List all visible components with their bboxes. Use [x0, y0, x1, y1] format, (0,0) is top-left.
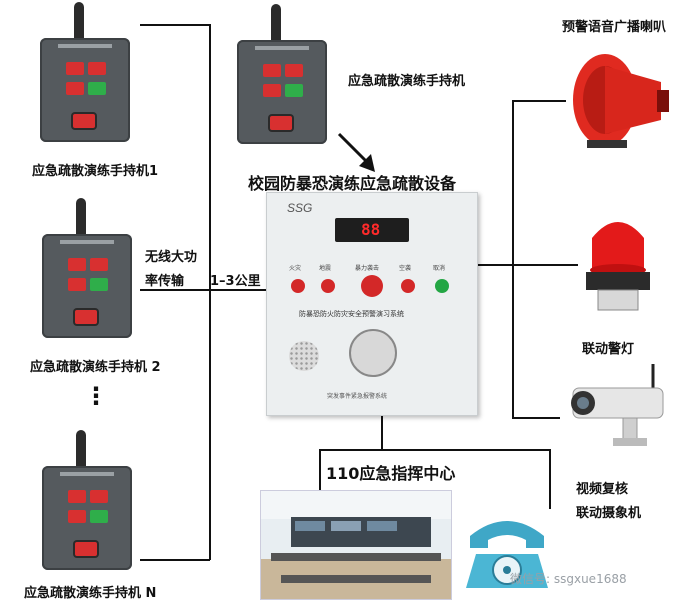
cancel-button[interactable]: [88, 82, 106, 95]
system-name: 防暴恐防火防灾安全预警演习系统: [299, 310, 404, 318]
attack-button[interactable]: [75, 310, 97, 324]
cancel-label: 取消: [433, 265, 446, 272]
police-emblem-icon: [349, 329, 397, 377]
warning-light-label: 联动警灯: [582, 342, 635, 357]
handset-1: [40, 2, 130, 142]
command-center-photo: [260, 490, 452, 600]
link-center-left: [319, 449, 321, 490]
fire-button[interactable]: [68, 258, 86, 271]
diagram-title: 校园防暴恐演练应急疏散设备: [248, 174, 457, 193]
main-control-unit: SSG 88 火灾 地震 暴力袭击 空袭 取消 防暴恐防火防灾安全预警演习系统 …: [266, 192, 478, 416]
fire-button[interactable]: [68, 490, 86, 503]
wireless-label-line1: 无线大功: [145, 250, 198, 265]
command-center-label: 110应急指挥中心: [326, 464, 456, 483]
horn-speaker-icon: [573, 54, 669, 148]
violent-attack-label: 暴力袭击: [355, 265, 380, 272]
handset-top-label: 应急疏散演练手持机: [348, 74, 466, 89]
earthquake-button[interactable]: [321, 279, 335, 293]
cancel-button[interactable]: [90, 510, 108, 523]
attack-button[interactable]: [73, 114, 95, 128]
cancel-button[interactable]: [435, 279, 449, 293]
arrow-to-unit: [337, 132, 375, 172]
range-label: 1–3公里: [210, 274, 261, 289]
right-bus: [512, 100, 514, 418]
airraid-button[interactable]: [68, 278, 86, 291]
link-down: [381, 414, 383, 450]
antenna: [74, 2, 84, 42]
camera-label-line2: 联动摄象机: [576, 506, 642, 521]
airraid-button[interactable]: [68, 510, 86, 523]
cancel-button[interactable]: [285, 84, 303, 97]
earthquake-button[interactable]: [90, 490, 108, 503]
handset-body: [40, 38, 130, 142]
fire-button[interactable]: [263, 64, 281, 77]
brand-logo: SSG: [287, 201, 313, 215]
earthquake-label: 地震: [319, 265, 332, 272]
fire-label: 火灾: [289, 265, 302, 272]
handset-2-label: 应急疏散演练手持机 2: [30, 360, 161, 375]
handset-top: [237, 4, 327, 144]
link-center-right: [549, 449, 551, 509]
display-digits: 88: [361, 220, 381, 239]
bus-line-bottom: [140, 559, 210, 561]
speaker-label: 预警语音广播喇叭: [562, 20, 667, 35]
earthquake-button[interactable]: [90, 258, 108, 271]
airraid-button[interactable]: [66, 82, 84, 95]
telephone-icon: [466, 521, 548, 588]
earthquake-button[interactable]: [285, 64, 303, 77]
attack-button[interactable]: [75, 542, 97, 556]
bus-line-top: [140, 24, 210, 26]
ellipsis-dots: ⋮: [84, 382, 108, 410]
wireless-label-line2: 率传输: [145, 274, 185, 289]
violent-attack-button[interactable]: [361, 275, 383, 297]
link-camera: [512, 417, 560, 419]
antenna: [76, 430, 86, 470]
fire-button[interactable]: [66, 62, 84, 75]
antenna: [271, 4, 281, 44]
link-light: [476, 264, 578, 266]
fire-button[interactable]: [291, 279, 305, 293]
airraid-button[interactable]: [263, 84, 281, 97]
earthquake-button[interactable]: [88, 62, 106, 75]
handset-body: [42, 466, 132, 570]
handset-1-label: 应急疏散演练手持机1: [32, 164, 159, 179]
led-display: 88: [335, 218, 409, 242]
airraid-button[interactable]: [401, 279, 415, 293]
camera-icon: [571, 364, 664, 446]
handset-2: [42, 198, 132, 338]
cancel-button[interactable]: [90, 278, 108, 291]
speaker-grille-icon: [289, 341, 319, 371]
link-to-unit: [140, 289, 266, 291]
handset-body: [237, 40, 327, 144]
warning-light-icon: [586, 222, 650, 311]
bus-line-vertical: [209, 24, 211, 560]
handset-n: [42, 430, 132, 570]
airraid-label: 空袭: [399, 265, 412, 272]
camera-label-line1: 视频复核: [576, 482, 629, 497]
antenna: [76, 198, 86, 238]
link-speaker: [512, 100, 566, 102]
handset-n-label: 应急疏散演练手持机 N: [24, 586, 157, 601]
unit-footer: 突发事件紧急报警系统: [327, 393, 388, 400]
wechat-watermark: 微信号: ssgxue1688: [510, 572, 627, 586]
link-center-h: [319, 449, 551, 451]
handset-body: [42, 234, 132, 338]
attack-button[interactable]: [270, 116, 292, 130]
